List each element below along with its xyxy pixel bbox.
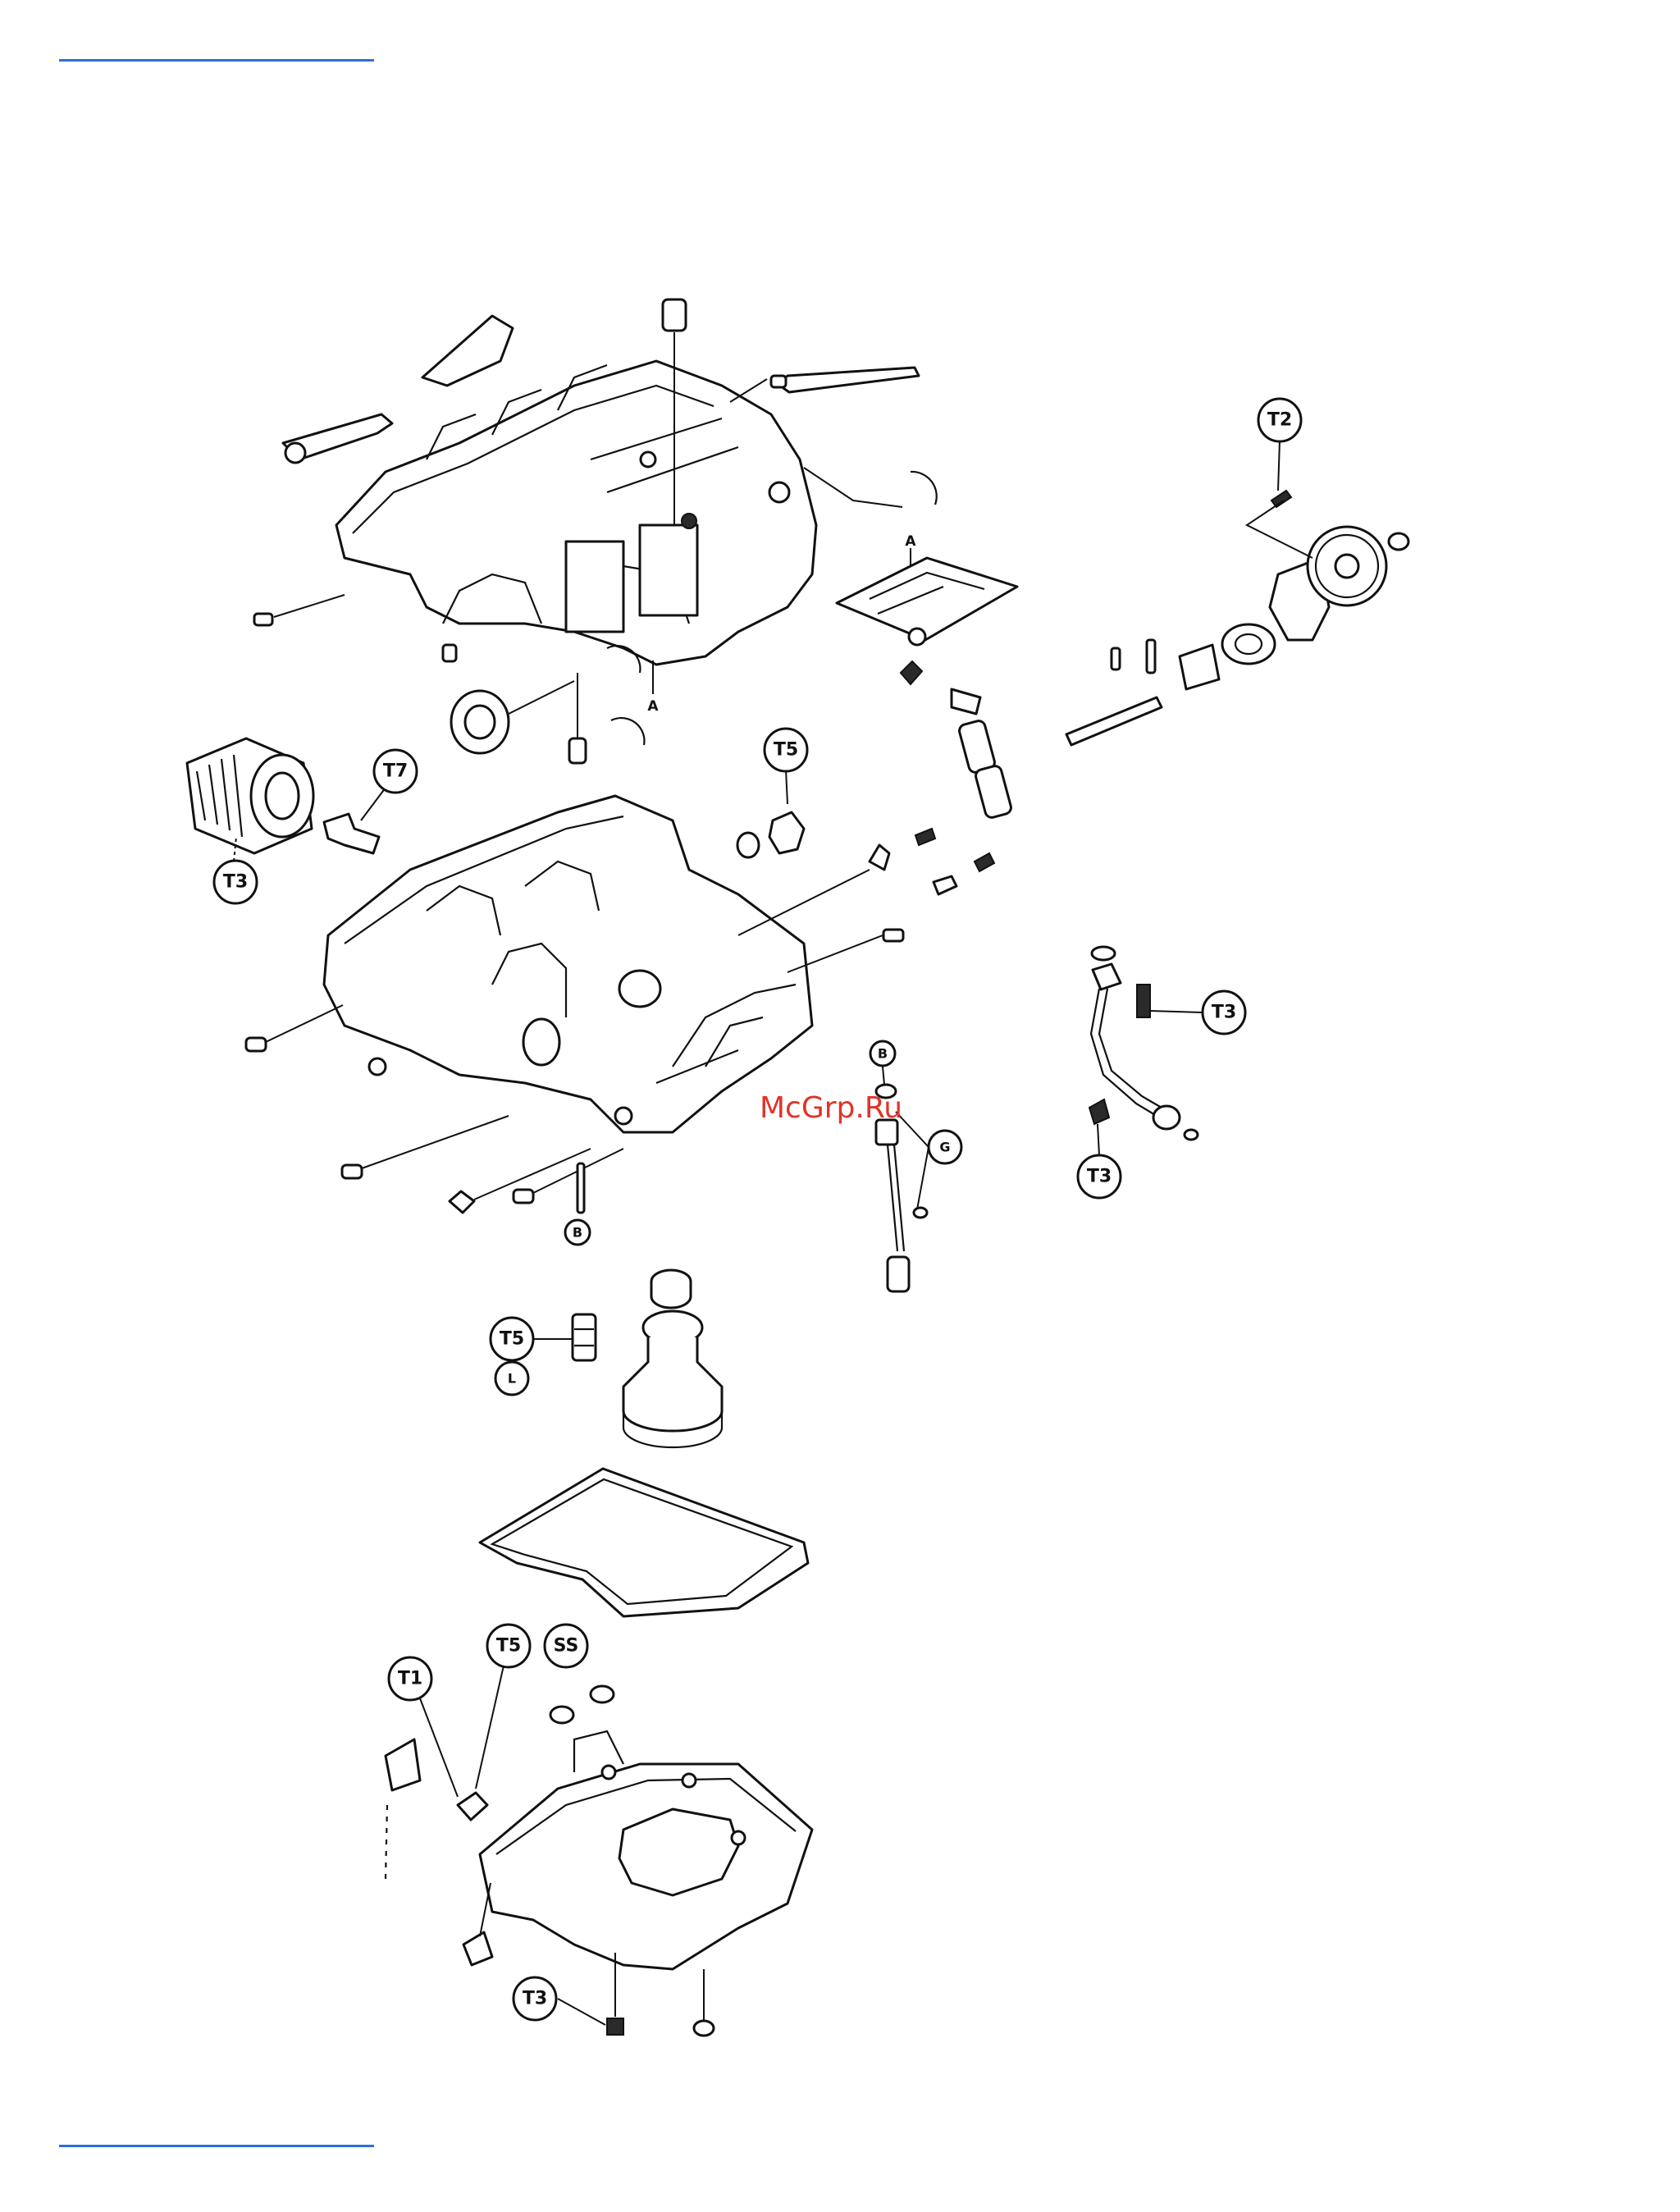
callout-b-lower: B [565,1220,590,1245]
pump-bolt [1271,491,1291,507]
oil-pan-bolt-fitting [458,1793,487,1820]
callout-t1: T1 [389,1657,431,1700]
callout-b-lower-label: B [573,1225,582,1241]
callout-l: L [495,1362,528,1395]
callout-t3-pan: T3 [514,1977,556,2020]
callout-t1-label: T1 [398,1669,422,1689]
watermark: McGrp.Ru [760,1091,902,1125]
callout-t3-pan-label: T3 [523,1989,547,2009]
callout-t5-top: T5 [765,729,807,771]
callout-t5-pan: T5 [487,1625,530,1667]
callout-g-label: G [939,1140,950,1155]
callout-l-label: L [508,1371,516,1387]
callout-t3-pipe-lower-label: T3 [1087,1167,1112,1187]
oil-screen-plate [837,558,1017,640]
oil-pipe [1089,947,1198,1140]
callout-t3-pipe-lower: T3 [1078,1155,1121,1198]
callout-t7-label: T7 [383,761,408,782]
bearing-insert [911,472,937,505]
callout-t5-plug: T5 [491,1318,533,1360]
pump-rotor-outer [1180,645,1219,689]
callout-ss: SS [545,1625,587,1667]
callout-t7: T7 [374,750,417,793]
oil-filter [187,738,313,853]
callout-b-dipstick: B [870,1041,895,1066]
callout-t3-filter-label: T3 [223,872,248,893]
letter-a-bearing: A [647,698,659,715]
callout-t5-pan-label: T5 [496,1636,521,1657]
letter-a-plate: A [905,533,916,550]
upper-crankcase [336,361,816,665]
callout-t5-top-label: T5 [774,740,798,761]
pump-shaft [1066,697,1162,745]
callout-g: G [929,1131,961,1163]
callout-t3-pipe-upper-label: T3 [1212,1003,1236,1023]
bracket [463,1932,492,1965]
pump-spacer [952,689,980,714]
oil-filter-bolt [324,814,379,853]
stud-bolt [778,368,919,392]
drain-plug-fitting [573,1314,596,1360]
callout-t3-filter: T3 [214,861,257,903]
dowel-pin [663,299,686,331]
filter-element [386,1739,420,1790]
oil-pump-assembly [837,491,1408,819]
oil-strainer [623,1270,722,1447]
oil-pan [386,1686,812,2036]
callout-ss-label: SS [554,1636,579,1657]
oil-pressure-switch [769,812,804,853]
callout-b-dipstick-label: B [878,1046,888,1062]
callout-t5-plug-label: T5 [500,1329,524,1350]
pump-rotor-inner [1222,624,1275,664]
callout-t2-label: T2 [1267,410,1292,431]
callout-t2: T2 [1258,399,1301,441]
callout-t3-pipe-upper: T3 [1203,991,1245,1034]
oil-pan-gasket [480,1469,808,1616]
main-bearing-half-2 [611,718,644,745]
breather-cover [422,316,513,386]
